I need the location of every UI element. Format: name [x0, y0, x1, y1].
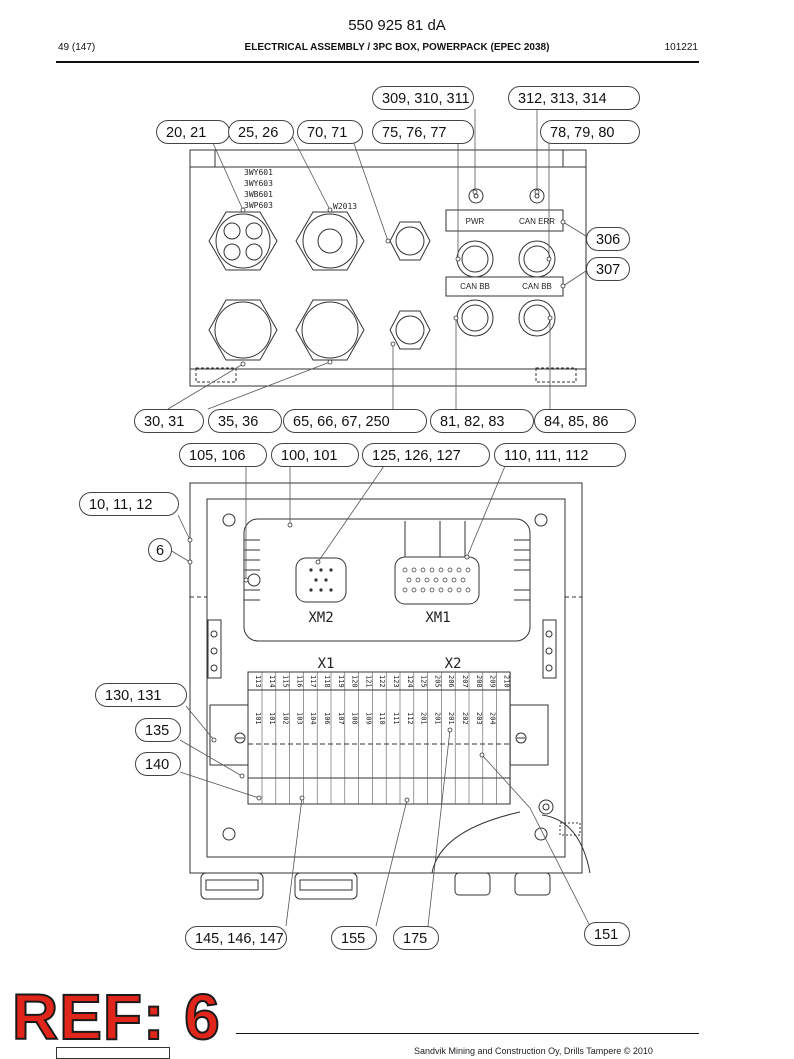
terminal-bottom-label: 101 — [254, 712, 262, 725]
terminal-bottom-label: 103 — [295, 712, 303, 725]
callout-110: 110, 111, 112 — [494, 443, 626, 467]
callout-10: 10, 11, 12 — [79, 492, 179, 516]
bottom-box-outline — [189, 482, 583, 874]
callout-65: 65, 66, 67, 250 — [283, 409, 427, 433]
terminal-top-label: 122 — [378, 675, 386, 688]
wire-label-w2013: W2013 — [333, 202, 357, 211]
terminal-bottom-label: 110 — [378, 712, 386, 725]
bottom-leaders — [169, 465, 591, 927]
footer-rule — [236, 1033, 699, 1034]
terminal-top-label: 117 — [309, 675, 317, 688]
x2-label: X2 — [445, 656, 462, 672]
terminal-bottom-label: 108 — [351, 712, 359, 725]
cable-gland-small — [389, 221, 431, 261]
callout-307: 307 — [586, 257, 630, 281]
footer-copyright: Sandvik Mining and Construction Oy, Dril… — [414, 1046, 653, 1056]
wire-label-1: 3WY601 — [244, 168, 273, 177]
terminal-top-label: 124 — [406, 675, 414, 688]
cable-gland-large — [295, 211, 365, 271]
callout-78: 78, 79, 80 — [540, 120, 640, 144]
callout-309: 309, 310, 311 — [372, 86, 474, 110]
x1-label: X1 — [318, 656, 335, 672]
terminal-top-label: 123 — [392, 675, 400, 688]
can-err-label: CAN ERR — [519, 217, 555, 226]
top-leaders — [167, 109, 587, 410]
page-title: ELECTRICAL ASSEMBLY / 3PC BOX, POWERPACK… — [244, 42, 550, 53]
callout-130: 130, 131 — [95, 683, 187, 707]
terminal-bottom-label: 204 — [489, 712, 497, 725]
callout-105: 105, 106 — [179, 443, 267, 467]
callout-155: 155 — [331, 926, 377, 950]
terminal-top-label: 114 — [268, 675, 276, 688]
document-date: 101221 — [664, 42, 698, 53]
terminal-top-label: 115 — [282, 675, 290, 688]
bottom-view: XM2 XM1 X1 X2 113 114 115 116 117 118 119 120 12… — [169, 465, 591, 927]
controller-module: XM2 XM1 — [243, 518, 531, 642]
pwr-led — [468, 188, 484, 204]
terminal-top-label: 206 — [447, 675, 455, 688]
wire-label-2: 3WY603 — [244, 179, 273, 188]
callout-135: 135 — [135, 718, 181, 742]
terminal-top-label: 121 — [364, 675, 372, 688]
xm2-label: XM2 — [308, 610, 333, 626]
wire-label-4: 3WP603 — [244, 201, 273, 210]
terminal-bottom-label: 107 — [337, 712, 345, 725]
callout-30: 30, 31 — [134, 409, 204, 433]
terminal-bottom-label: 201 — [420, 712, 428, 725]
terminal-top-label: 119 — [337, 675, 345, 688]
callout-84: 84, 85, 86 — [534, 409, 636, 433]
terminal-top-label: 118 — [323, 675, 331, 688]
callout-140: 140 — [135, 752, 181, 776]
terminal-top-label: 120 — [351, 675, 359, 688]
ground-stud — [538, 799, 554, 815]
callout-75: 75, 76, 77 — [372, 120, 474, 144]
terminal-bottom-label: 101 — [268, 712, 276, 725]
wire-label-3: 3WB601 — [244, 190, 273, 199]
callout-70: 70, 71 — [297, 120, 363, 144]
terminal-top-label: 210 — [502, 675, 510, 688]
terminal-bottom-label: 202 — [461, 712, 469, 725]
callout-312: 312, 313, 314 — [508, 86, 640, 110]
page-number: 49 (147) — [58, 42, 96, 53]
callout-145: 145, 146, 147 — [185, 926, 287, 950]
callout-35: 35, 36 — [208, 409, 282, 433]
callout-25: 25, 26 — [228, 120, 294, 144]
pwr-label: PWR — [466, 217, 485, 226]
terminal-top-label: 208 — [475, 675, 483, 688]
terminal-top-label: 113 — [254, 675, 262, 688]
terminal-top-label: 205 — [433, 675, 441, 688]
terminal-bottom-label: 201 — [433, 712, 441, 725]
callout-6: 6 — [148, 538, 172, 562]
callout-20: 20, 21 — [156, 120, 230, 144]
can-bb-label-2: CAN BB — [522, 282, 552, 291]
callout-81: 81, 82, 83 — [430, 409, 534, 433]
cable-gland-multi — [208, 211, 278, 271]
terminal-top-label: 209 — [489, 675, 497, 688]
header-rule — [56, 61, 699, 63]
terminal-top-label: 125 — [420, 675, 428, 688]
callout-175: 175 — [393, 926, 439, 950]
xm1-label: XM1 — [425, 610, 450, 626]
terminal-bottom-label: 112 — [406, 712, 414, 725]
can-bb-label-1: CAN BB — [460, 282, 490, 291]
callout-125: 125, 126, 127 — [362, 443, 490, 467]
callout-151: 151 — [584, 922, 630, 946]
footer-logo — [56, 1047, 170, 1059]
terminal-top-label: 116 — [295, 675, 303, 688]
terminal-bottom-label: 111 — [392, 712, 400, 725]
terminal-bottom-label: 106 — [323, 712, 331, 725]
terminal-bottom-label: 102 — [282, 712, 290, 725]
terminal-top-label: 207 — [461, 675, 469, 688]
callout-306: 306 — [586, 227, 630, 251]
callout-100: 100, 101 — [271, 443, 359, 467]
document-number: 550 925 81 dA — [348, 17, 446, 34]
terminal-bottom-label: 201 — [447, 712, 455, 725]
terminal-bottom-label: 203 — [475, 712, 483, 725]
terminal-bottom-label: 109 — [364, 712, 372, 725]
terminal-block: 113 114 115 116 117 118 119 120 121 122 123 124 125 2… — [209, 671, 549, 805]
top-view: 3WY601 3WY603 3WB601 3WP603 W2013 — [167, 109, 587, 410]
ref-stamp: REF: 6 — [11, 981, 221, 1053]
terminal-bottom-label: 104 — [309, 712, 317, 725]
